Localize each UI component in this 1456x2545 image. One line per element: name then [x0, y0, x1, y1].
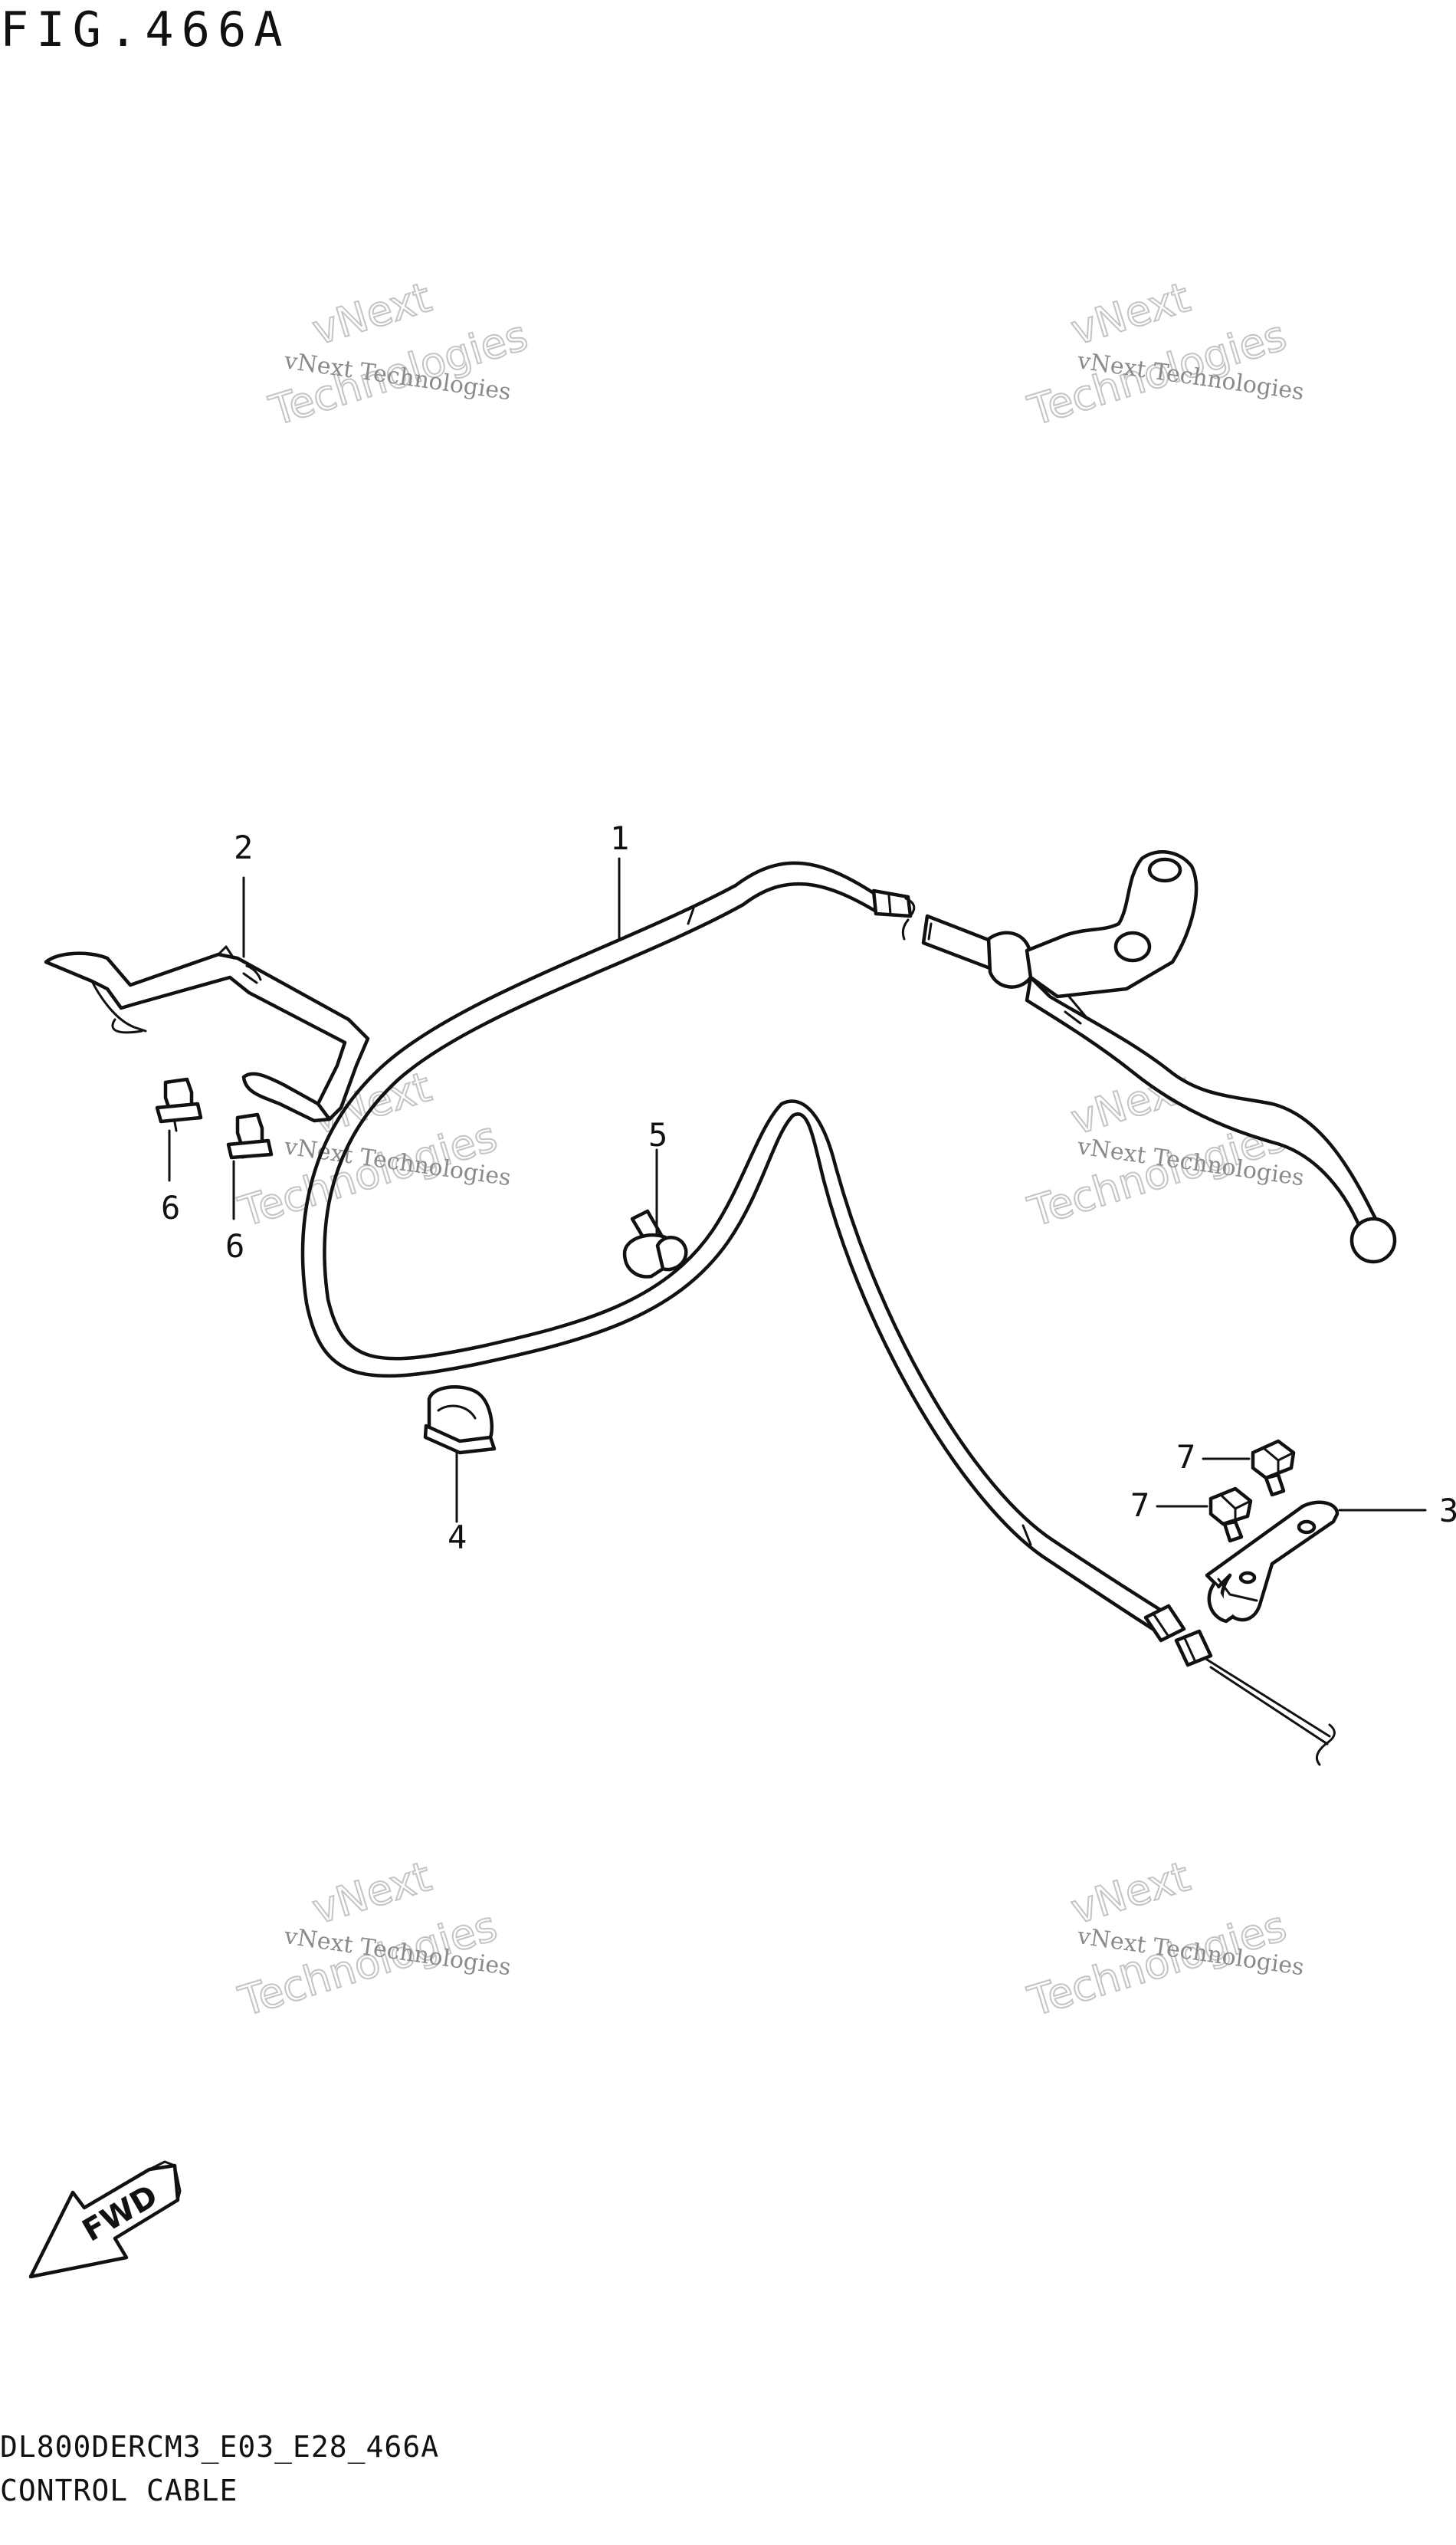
part-7-bolt-a[interactable]	[1202, 1439, 1296, 1497]
callout-6b: 6	[225, 1227, 244, 1265]
watermark-low-left: Technologies vNext vNext Technologies	[232, 1851, 512, 2027]
figure-title: FIG.466A	[0, 2, 290, 57]
watermark-big-vnext: vNext	[1065, 1852, 1195, 1933]
callout-6a: 6	[161, 1189, 180, 1227]
callout-1: 1	[610, 819, 629, 857]
watermark-top-left: Technologies vNext vNext Technologies	[263, 272, 533, 436]
callout-7b: 7	[1130, 1486, 1149, 1524]
callout-7a: 7	[1176, 1438, 1195, 1476]
watermark-top-right: Technologies vNext vNext Technologies	[1021, 272, 1305, 436]
callout-3: 3	[1439, 1492, 1456, 1529]
watermark-low-right: Technologies vNext vNext Technologies	[1021, 1851, 1305, 2027]
part-5-clamp[interactable]	[622, 1148, 688, 1279]
part-6-screw-b[interactable]	[226, 1112, 274, 1220]
callout-4: 4	[448, 1519, 467, 1556]
part-4-clamp[interactable]	[423, 1385, 497, 1523]
part-1-clutch-cable[interactable]	[300, 857, 1336, 1766]
callout-5: 5	[648, 1116, 667, 1154]
part-3-cable-bracket[interactable]	[1205, 1500, 1427, 1624]
clutch-lever-assembly[interactable]	[921, 850, 1397, 1264]
fwd-arrow: FWD	[28, 2160, 182, 2279]
part-2-cable-guide[interactable]	[44, 876, 370, 1123]
part-7-bolt-b[interactable]	[1156, 1486, 1253, 1543]
model-code: DL800DERCM3_E03_E28_466A	[0, 2430, 439, 2465]
part-6-screw-a[interactable]	[155, 1077, 203, 1182]
callout-2: 2	[234, 829, 253, 866]
watermark-big-vnext: vNext	[307, 1852, 436, 1933]
figure-caption: CONTROL CABLE	[0, 2474, 238, 2507]
